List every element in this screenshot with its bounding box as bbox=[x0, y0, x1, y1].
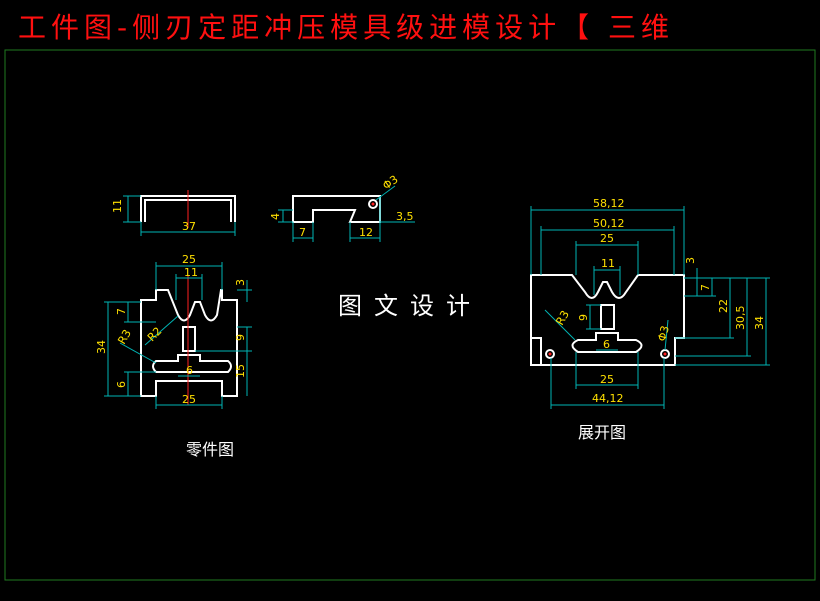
dim-u-25-bot: 25 bbox=[600, 373, 614, 386]
dim-u-22: 22 bbox=[717, 299, 730, 313]
dim-u-34: 34 bbox=[753, 316, 766, 330]
dim-side-a: 4 bbox=[269, 213, 282, 220]
dim-part-25-top: 25 bbox=[182, 253, 196, 266]
dim-u-7: 7 bbox=[699, 284, 712, 291]
dim-part-3: 3 bbox=[234, 279, 247, 286]
caption-unfold: 展开图 bbox=[578, 423, 627, 442]
dim-u-5812: 58,12 bbox=[593, 197, 625, 210]
dim-part-6: 6 bbox=[186, 364, 193, 377]
dim-u-11: 11 bbox=[601, 257, 615, 270]
dim-u-9: 9 bbox=[577, 314, 590, 321]
dimension-labels: 11 37 4 7 12 3,5 Φ3 25 11 3 7 34 9 R3 R2… bbox=[95, 173, 766, 406]
unfold-outline bbox=[530, 274, 685, 366]
drawing-title: 工件图-侧刃定距冲压模具级进模设计【 三维 bbox=[18, 11, 675, 44]
dim-side-b: 7 bbox=[299, 226, 306, 239]
side-view-outline bbox=[292, 195, 381, 223]
dim-part-r3: R3 bbox=[115, 327, 134, 346]
dim-part-34: 34 bbox=[95, 340, 108, 354]
dim-u-3: 3 bbox=[684, 257, 697, 264]
dim-part-11: 11 bbox=[184, 266, 198, 279]
dim-part-6b: 6 bbox=[115, 381, 128, 388]
dim-u-4412: 44,12 bbox=[592, 392, 624, 405]
geometry bbox=[140, 190, 685, 405]
drawing-frame bbox=[4, 49, 816, 581]
dim-part-25-bot: 25 bbox=[182, 393, 196, 406]
dim-u-6: 6 bbox=[603, 338, 610, 351]
dim-u-phi: Φ3 bbox=[655, 324, 672, 343]
dim-part-15: 15 bbox=[234, 364, 247, 378]
part-window bbox=[182, 326, 196, 352]
part-slot bbox=[152, 354, 232, 373]
dim-part-9: 9 bbox=[234, 334, 247, 341]
caption-part: 零件图 bbox=[186, 440, 235, 459]
unfold-slot bbox=[571, 332, 643, 353]
side-view-hole bbox=[368, 199, 378, 209]
dim-part-7: 7 bbox=[115, 308, 128, 315]
dim-u-5012: 50,12 bbox=[593, 217, 625, 230]
dim-u-r3: R3 bbox=[553, 308, 572, 327]
dim-side-d: 3,5 bbox=[396, 210, 414, 223]
dim-side-c: 12 bbox=[359, 226, 373, 239]
unfold-window bbox=[600, 304, 615, 330]
unfold-hole-left bbox=[545, 349, 555, 359]
dim-u-25-top: 25 bbox=[600, 232, 614, 245]
red-marks bbox=[371, 202, 667, 356]
dim-u-305: 30,5 bbox=[734, 306, 747, 331]
dim-side-e: Φ3 bbox=[380, 173, 400, 193]
dim-top-a: 11 bbox=[111, 199, 124, 213]
dim-part-r2: R2 bbox=[145, 325, 165, 345]
watermark: 图文设计 bbox=[338, 292, 482, 320]
dim-top-b: 37 bbox=[182, 220, 196, 233]
dimension-lines bbox=[104, 185, 770, 409]
